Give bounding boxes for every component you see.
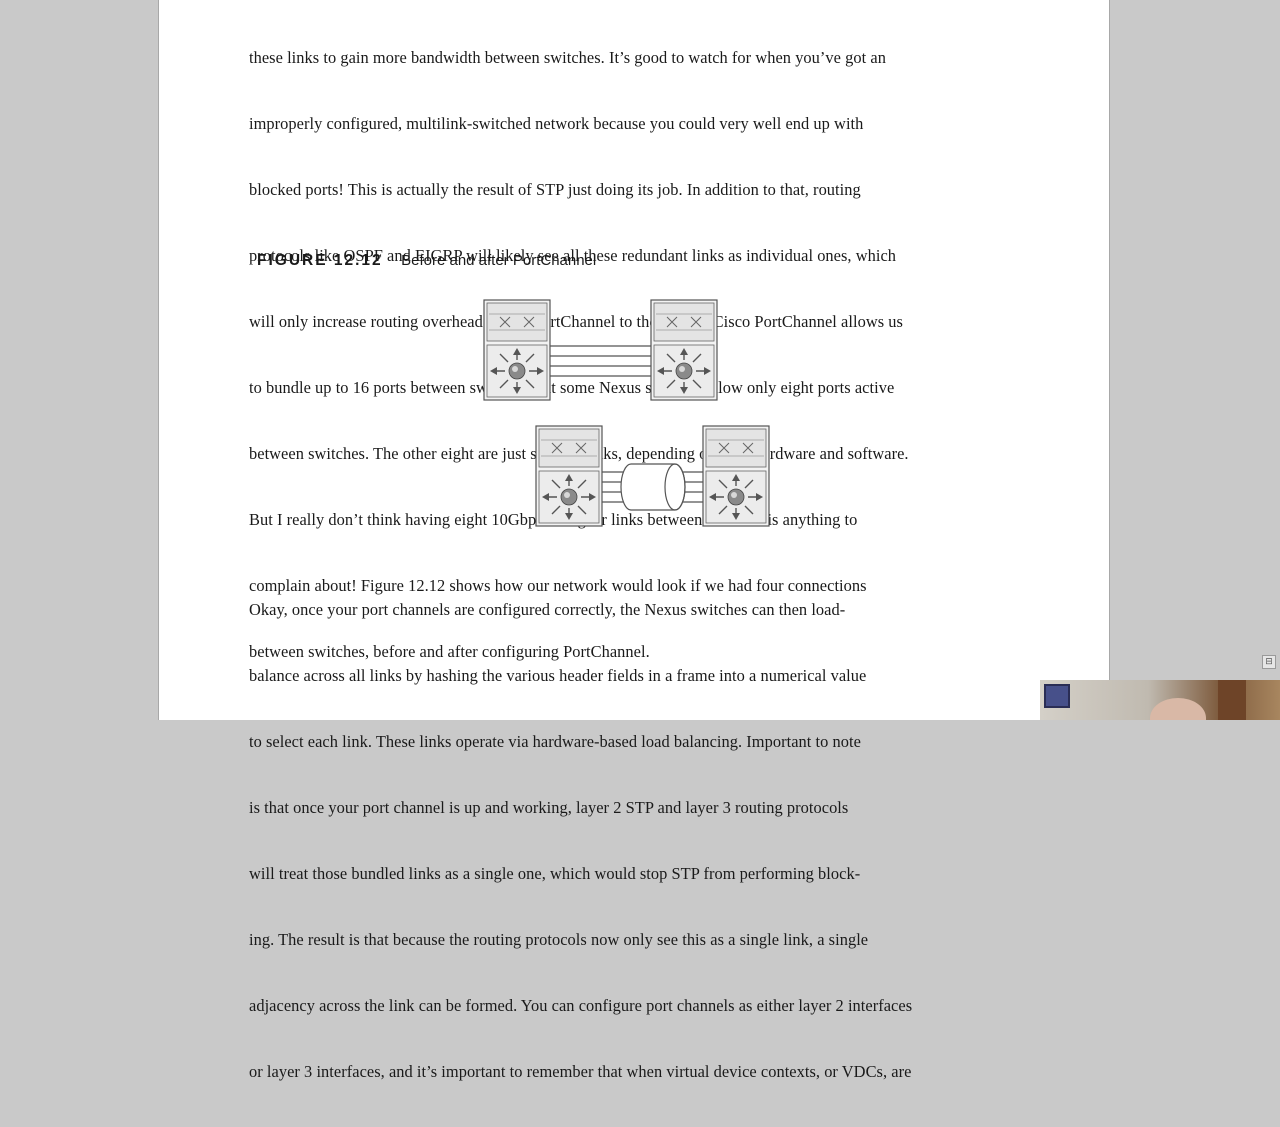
presenter-avatar bbox=[1150, 698, 1206, 720]
text-line: is that once your port channel is up and… bbox=[249, 798, 849, 817]
figure-number: FIGURE 12.12 bbox=[257, 252, 383, 269]
text-line: balance across all links by hashing the … bbox=[249, 666, 867, 685]
webcam-door bbox=[1218, 680, 1246, 720]
text-line: will treat those bundled links as a sing… bbox=[249, 864, 861, 883]
switch-before-left bbox=[483, 299, 551, 401]
text-line: Okay, once your port channels are config… bbox=[249, 600, 846, 619]
text-line: between switches, before and after confi… bbox=[249, 642, 650, 661]
text-line: these links to gain more bandwidth betwe… bbox=[249, 48, 886, 67]
webcam-overlay bbox=[1040, 680, 1280, 720]
text-line: ing. The result is that because the rout… bbox=[249, 930, 869, 949]
figure-title: Before and after PortChannel bbox=[401, 252, 597, 269]
document-page: these links to gain more bandwidth betwe… bbox=[158, 0, 1110, 1081]
text-line: improperly configured, multilink-switche… bbox=[249, 114, 864, 133]
text-line: or layer 3 interfaces, and it’s importan… bbox=[249, 1062, 912, 1081]
portchannel-bundle bbox=[620, 463, 686, 511]
wall-picture bbox=[1044, 684, 1070, 708]
scroll-corner-button[interactable]: ⊟ bbox=[1262, 655, 1276, 669]
text-line: protocols like OSPF and EIGRP will likel… bbox=[249, 246, 897, 265]
text-line: blocked ports! This is actually the resu… bbox=[249, 180, 861, 199]
before-links bbox=[550, 345, 651, 377]
switch-after-left bbox=[535, 425, 603, 527]
text-line: adjacency across the link can be formed.… bbox=[249, 996, 913, 1015]
text-line: complain about! Figure 12.12 shows how o… bbox=[249, 576, 867, 595]
paragraph-after-figure: Okay, once your port channels are config… bbox=[249, 555, 912, 1127]
figure-caption: FIGURE 12.12 Before and after PortChanne… bbox=[257, 252, 596, 272]
text-line: to select each link. These links operate… bbox=[249, 732, 861, 751]
switch-after-right bbox=[702, 425, 770, 527]
portchannel-diagram bbox=[483, 299, 770, 527]
switch-before-right bbox=[650, 299, 718, 401]
